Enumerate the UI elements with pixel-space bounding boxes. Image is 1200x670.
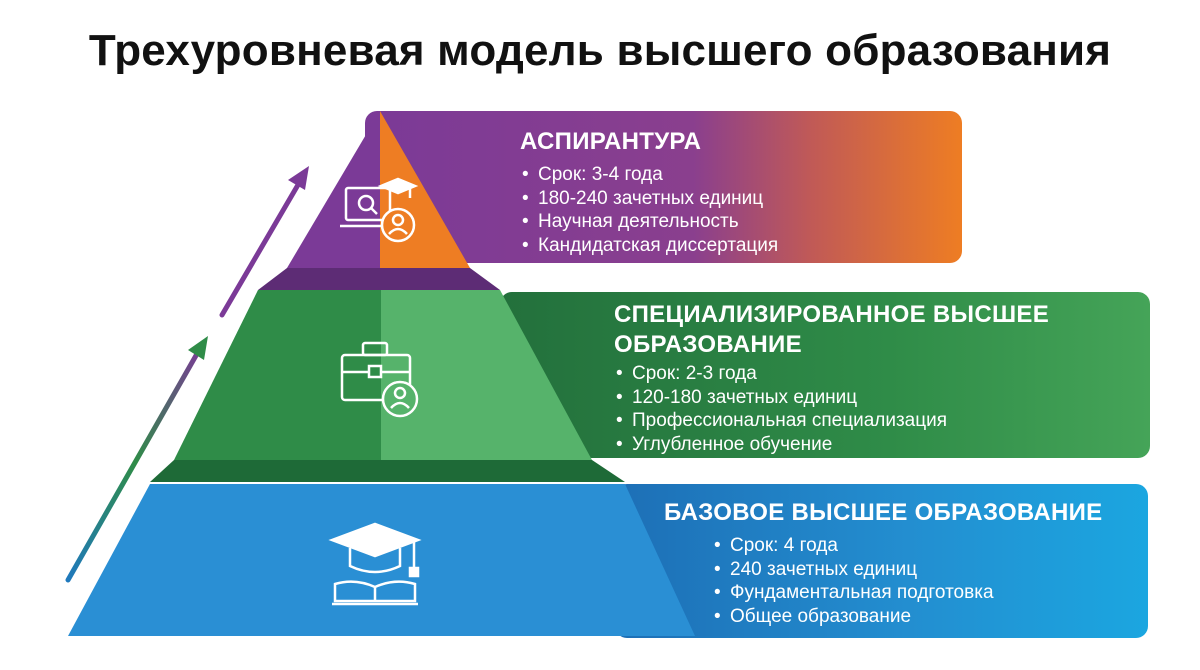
list-item: 120-180 зачетных единиц <box>614 386 1049 410</box>
page-title: Трехуровневая модель высшего образования <box>88 26 1112 75</box>
list-item: Срок: 4 года <box>712 534 1103 558</box>
list-item: Срок: 3-4 года <box>520 163 778 187</box>
list-item: Фундаментальная подготовка <box>712 581 1103 605</box>
graduation-cap-book-icon <box>328 522 422 606</box>
specialized-heading: СПЕЦИАЛИЗИРОВАННОЕ ВЫСШЕЕ ОБРАЗОВАНИЕ <box>614 300 1049 360</box>
list-item: Общее образование <box>712 605 1103 629</box>
postgraduate-list: Срок: 3-4 года 180-240 зачетных единиц Н… <box>520 163 778 257</box>
specialized-heading-line2: ОБРАЗОВАНИЕ <box>614 331 802 358</box>
postgraduate-text: АСПИРАНТУРА Срок: 3-4 года 180-240 зачет… <box>520 127 778 257</box>
growth-arrows <box>65 166 309 583</box>
laptop-graduate-icon <box>340 177 419 243</box>
list-item: 240 зачетных единиц <box>712 558 1103 582</box>
basic-heading: БАЗОВОЕ ВЫСШЕЕ ОБРАЗОВАНИЕ <box>664 499 1103 526</box>
specialized-heading-line1: СПЕЦИАЛИЗИРОВАННОЕ ВЫСШЕЕ <box>614 301 1049 328</box>
list-item: Срок: 2-3 года <box>614 362 1049 386</box>
postgraduate-heading: АСПИРАНТУРА <box>520 128 702 155</box>
list-item: Кандидатская диссертация <box>520 234 778 258</box>
list-item: Профессиональная специализация <box>614 409 1049 433</box>
specialized-list: Срок: 2-3 года 120-180 зачетных единиц П… <box>614 362 1049 456</box>
list-item: Углубленное обучение <box>614 433 1049 457</box>
basic-text: БАЗОВОЕ ВЫСШЕЕ ОБРАЗОВАНИЕ Срок: 4 года … <box>664 498 1103 628</box>
specialized-text: СПЕЦИАЛИЗИРОВАННОЕ ВЫСШЕЕ ОБРАЗОВАНИЕ Ср… <box>614 300 1049 456</box>
list-item: 180-240 зачетных единиц <box>520 187 778 211</box>
list-item: Научная деятельность <box>520 210 778 234</box>
briefcase-person-icon <box>340 341 419 418</box>
basic-list: Срок: 4 года 240 зачетных единиц Фундаме… <box>712 534 1103 628</box>
